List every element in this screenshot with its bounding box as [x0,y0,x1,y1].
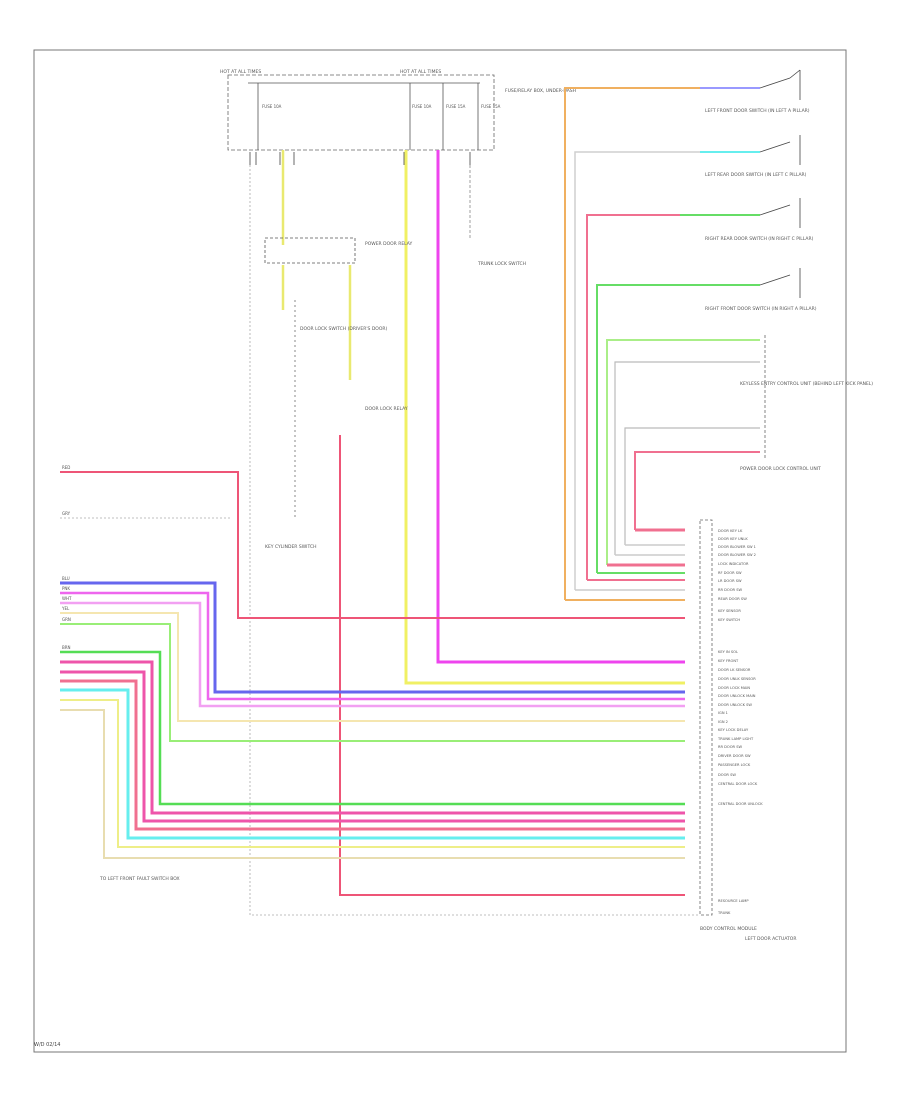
bcm-pin-label: RR DOOR SW [718,745,742,749]
wire-yellow-c [60,699,685,848]
bcm-pin-label: DOOR SW [718,773,736,777]
wire-yellow-main [404,150,685,685]
bcm-pin-label: LR DOOR SW [718,579,742,583]
bcm-pin-label: KEY SENSOR [718,609,741,613]
wire-green [60,650,685,806]
wire-red-b [339,435,685,896]
wire-red-a [60,471,685,619]
bcm-pin-label: TRUNK LAMP LIGHT [717,737,754,741]
wire-cyan [60,688,685,840]
fuse-3: FUSE 15A [446,104,466,109]
bcm-pin-label: DOOR BLOWER SW 1 [718,545,756,549]
keyless-unit-a: KEYLESS ENTRY CONTROL UNIT (BEHIND LEFT … [740,381,873,387]
fuse-1: FUSE 10A [262,104,282,109]
left-wire-label-4: WHT [62,596,72,601]
diagram-frame [33,49,847,1053]
door-lock-relay-label: DOOR LOCK RELAY [365,406,408,412]
wire-blue [60,581,685,694]
left-wire-label-1: GRY [62,511,71,516]
bcm-pin-label: LOCK INDICATOR [718,562,749,566]
bcm-pin-label: DOOR UNLOCK MAIN [718,694,756,698]
wire-tan-b [60,709,685,859]
bcm-pin-label: REAR DOOR SW [718,597,747,601]
wire-pink-d [60,670,685,823]
bcm-pin-label: DOOR UNLK SENSOR [718,677,756,681]
wire-orange [564,87,760,600]
bcm-pin-label: KEY SWITCH [718,618,740,622]
bcm-pin-label: CENTRAL DOOR UNLOCK [718,802,763,806]
bcm-pin-label: DOOR LOCK MAIN [718,686,750,690]
bcm-pin-label: RR DOOR SW [718,588,742,592]
bcm-pin-label: DOOR UNLOCK SW [718,703,752,707]
bcm-pin-label: KEY FRONT [718,659,739,663]
wire-pink-a [60,591,685,701]
left-wire-label-0: RED [62,465,70,470]
left-wire-label-3: PNK [62,586,70,591]
bcm-pin-label: DOOR KEY LK [718,529,743,533]
wire-pink-c [60,660,685,815]
door-switch-lf: LEFT FRONT DOOR SWITCH (IN LEFT A PILLAR… [705,108,810,114]
bcm-pin-label: RF DOOR SW [718,571,742,575]
fuse-4: FUSE 15A [481,104,501,109]
bcm-pin-label: RESOURCE LAMP [718,899,749,903]
bcm-pin-label: DOOR BLOWER SW 2 [718,553,756,557]
bcm-pin-label: IGN 1 [718,711,728,715]
bcm-pin-label: DRIVER DOOR SW [718,754,751,758]
fuse-box-header-right: HOT AT ALL TIMES [400,69,441,75]
wire-lightgreen-right [606,339,760,565]
bcm-pin-label: KEY LOCK DELAY [718,728,749,732]
bcm-label: BODY CONTROL MODULE [700,926,757,932]
bcm-pin-label: IGN 2 [718,720,728,724]
left-wire-label-7: BRN [62,645,71,650]
fuse-box-side-label: FUSE/RELAY BOX, UNDER-DASH [505,88,576,94]
fuse-box-outline [227,74,495,151]
footer-code: W/D 02/14 [34,1042,61,1048]
bcm-outline [699,519,713,916]
bottom-left-label: TO LEFT FRONT FAULT SWITCH BOX [99,876,180,882]
bcm-pin-label: DOOR LK SENSOR [718,668,751,672]
fuse-2: FUSE 10A [412,104,432,109]
wire-red-right [586,214,760,580]
wire-pink-b [60,601,685,708]
power-relay-box [264,237,356,264]
bcm-pin-label: CENTRAL DOOR LOCK [718,782,758,786]
ignition-switch-label: KEY CYLINDER SWITCH [265,544,317,550]
keyless-unit-b: POWER DOOR LOCK CONTROL UNIT [740,466,821,472]
left-wire-label-6: GRN [62,617,71,622]
key-switch-label: DOOR LOCK SWITCH (DRIVER'S DOOR) [300,326,388,332]
door-switch-lr: LEFT REAR DOOR SWITCH (IN LEFT C PILLAR) [705,172,807,178]
wire-grey-right [574,151,760,590]
fuse-box-header-left: HOT AT ALL TIMES [220,69,261,75]
wire-lightgreen [60,623,685,742]
wire-tan [60,612,685,722]
wire-magenta-main [436,150,685,664]
bcm-pin-label: PASSENGER LOCK [718,763,751,767]
trunk-switch-label: TRUNK LOCK SWITCH [477,261,526,267]
power-relay-label: POWER DOOR RELAY [365,241,413,247]
bcm-pin-label: TRUNK [717,911,731,915]
bcm-pin-label: KEY IN SOL [718,650,738,654]
left-wire-label-2: BLU [62,576,70,581]
left-wire-label-5: YEL [61,606,70,611]
bcm-pin-label: DOOR KEY UNLK [718,537,748,541]
wire-red-c [60,679,685,831]
left-mirror-label: LEFT DOOR ACTUATOR [745,936,796,942]
wire-green-right [596,284,760,573]
door-switch-rr: RIGHT REAR DOOR SWITCH (IN RIGHT C PILLA… [705,236,814,242]
door-switch-rf: RIGHT FRONT DOOR SWITCH (IN RIGHT A PILL… [705,306,817,312]
